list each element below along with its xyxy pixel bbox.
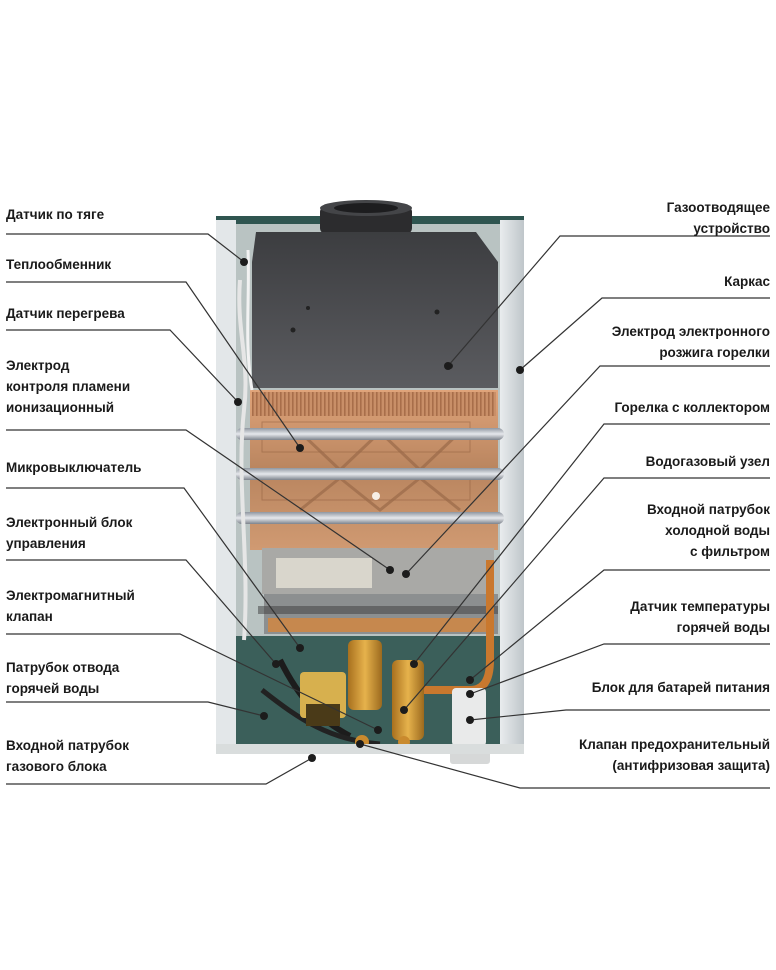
- bottom-rim: [216, 744, 524, 754]
- label-ignition-electrode: Электрод электронного розжига горелки: [612, 321, 770, 363]
- label-safety-valve: Клапан предохранительный (антифризовая з…: [579, 734, 770, 776]
- label-ionization-electrode: Электрод контроля пламени ионизационный: [6, 355, 130, 418]
- label-control-unit: Электронный блок управления: [6, 512, 132, 554]
- label-draft-sensor: Датчик по тяге: [6, 204, 104, 225]
- label-hot-water-outlet: Патрубок отвода горячей воды: [6, 657, 119, 699]
- flue-hood: [252, 232, 498, 388]
- label-microswitch: Микровыключатель: [6, 457, 141, 478]
- burner-block: [258, 548, 498, 634]
- label-heat-exchanger: Теплообменник: [6, 254, 111, 275]
- label-frame: Каркас: [724, 271, 770, 292]
- label-flue-device: Газоотводящее устройство: [667, 197, 770, 239]
- label-overheat-sensor: Датчик перегрева: [6, 303, 125, 324]
- label-water-gas-unit: Водогазовый узел: [646, 451, 770, 472]
- label-cold-water-inlet: Входной патрубок холодной воды с фильтро…: [647, 499, 770, 562]
- label-battery-box: Блок для батарей питания: [592, 677, 770, 698]
- flue-collar: [320, 200, 412, 234]
- label-burner: Горелка с коллектором: [614, 397, 770, 418]
- label-hot-water-sensor: Датчик температуры горячей воды: [630, 596, 770, 638]
- label-solenoid-valve: Электромагнитный клапан: [6, 585, 135, 627]
- label-gas-inlet: Входной патрубок газового блока: [6, 735, 129, 777]
